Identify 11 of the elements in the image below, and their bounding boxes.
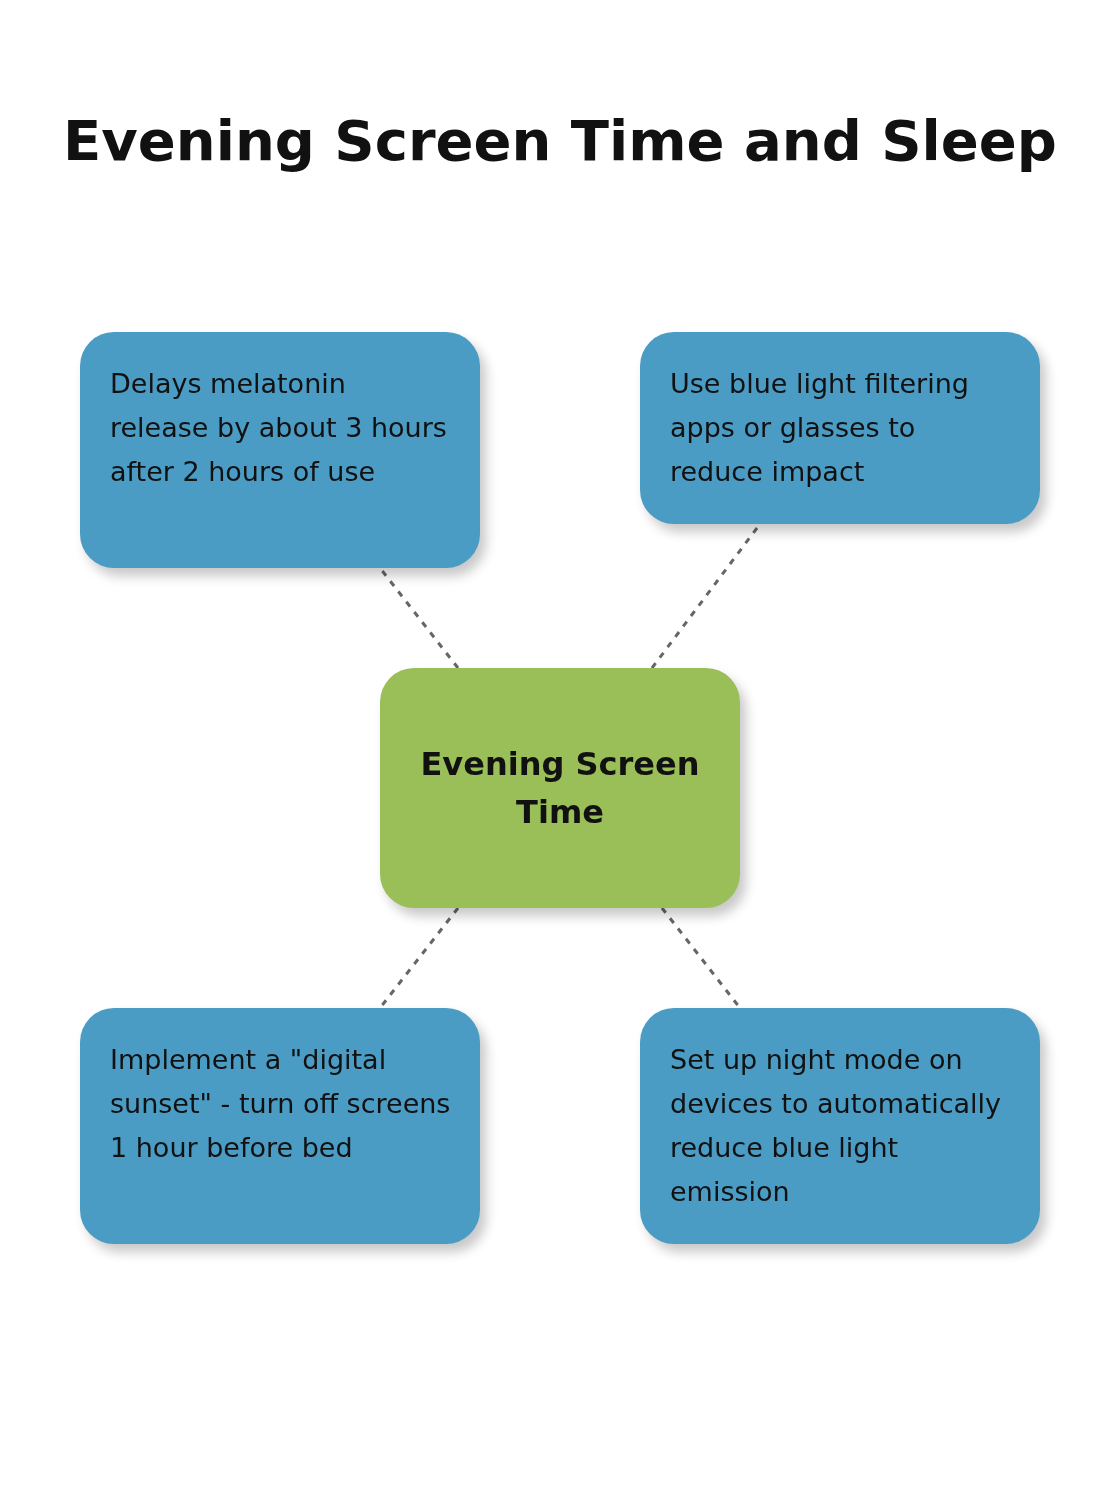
info-box — [80, 332, 480, 568]
topic-text: Evening Screen Time — [419, 744, 701, 833]
box-text: Set up night mode on devices to automatically reduce blue light emission — [670, 1043, 1003, 1209]
info-box — [80, 1008, 480, 1244]
box-text: Delays melatonin release by about 3 hours after 2 hours of use — [110, 367, 448, 489]
info-box — [640, 1008, 1040, 1244]
box-text: Implement a "digital sunset" - turn off screens 1 hour before bed — [110, 1043, 452, 1165]
box-text: Use blue light filtering apps or glasses to reduce impact — [670, 367, 970, 489]
central-topic-box — [380, 668, 740, 908]
title: Evening Screen Time and Sleep — [62, 108, 1058, 173]
info-box — [640, 332, 1040, 524]
